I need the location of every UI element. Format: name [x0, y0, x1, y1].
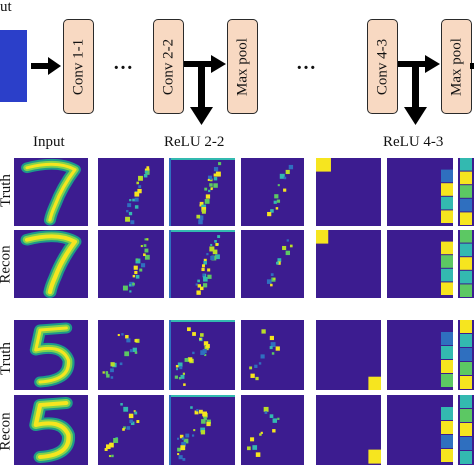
- feature-map-cell: [98, 230, 164, 298]
- ellipsis-2: …: [296, 52, 318, 74]
- feature-map-cell: [458, 158, 474, 226]
- row-label-truth-1: Truth: [0, 174, 14, 207]
- feature-map-cell: [316, 320, 381, 390]
- conv-1-1-block: Conv 1-1: [63, 19, 94, 114]
- tap-arrow-icon: [398, 55, 440, 125]
- conv-1-1-label: Conv 1-1: [70, 38, 86, 95]
- ellipsis-1: …: [113, 52, 135, 74]
- feature-map-cell: [169, 395, 235, 465]
- feature-map-cell: [387, 320, 453, 390]
- row-label-recon-1: Recon: [0, 245, 14, 284]
- feature-map-cell: [458, 395, 474, 465]
- feature-map-cell: [241, 320, 304, 390]
- feature-map-cell: [316, 230, 381, 298]
- conv-4-3-label: Conv 4-3: [374, 38, 390, 95]
- max-pool-1-label: Max pool: [234, 37, 250, 96]
- max-pool-2-label: Max pool: [448, 37, 464, 96]
- input-digit-image: [14, 395, 88, 465]
- feature-map-cell: [458, 230, 474, 298]
- input-digit-image: [14, 158, 88, 226]
- input-digit-image: [14, 320, 88, 390]
- feature-map-cell: [241, 395, 304, 465]
- feature-map-cell: [98, 320, 164, 390]
- conv-2-2-label: Conv 2-2: [160, 38, 176, 95]
- feature-map-cell: [241, 230, 304, 298]
- feature-map-cell: [98, 395, 164, 465]
- feature-map-cell: [316, 395, 381, 465]
- input-digit-image: [14, 230, 88, 298]
- feature-map-cell: [169, 230, 235, 298]
- feature-map-cell: [169, 320, 235, 390]
- column-header-relu-2-2: ReLU 2-2: [164, 134, 225, 150]
- column-header-input: Input: [33, 134, 65, 150]
- tap-arrow-icon: [184, 55, 226, 125]
- feature-map-cell: [458, 320, 474, 390]
- max-pool-2-block: Max pool: [441, 19, 472, 114]
- feature-map-cell: [387, 395, 453, 465]
- column-header-relu-4-3: ReLU 4-3: [383, 134, 444, 150]
- feature-map-cell: [316, 158, 381, 226]
- row-label-truth-2: Truth: [0, 342, 14, 375]
- input-label-partial: ut: [0, 0, 12, 15]
- arrow-right-icon: [31, 57, 61, 75]
- feature-map-cell: [169, 158, 235, 226]
- max-pool-1-block: Max pool: [227, 19, 258, 114]
- feature-map-cell: [98, 158, 164, 226]
- input-image-thumbnail: [0, 30, 27, 102]
- arrow-right-icon: [470, 63, 474, 69]
- conv-4-3-block: Conv 4-3: [367, 19, 398, 114]
- feature-map-cell: [241, 158, 304, 226]
- feature-map-cell: [387, 158, 453, 226]
- feature-map-cell: [387, 230, 453, 298]
- row-label-recon-2: Recon: [0, 412, 14, 451]
- conv-2-2-block: Conv 2-2: [153, 19, 184, 114]
- architecture-diagram: ut Conv 1-1 … Conv 2-2 Max pool … Conv 4…: [0, 0, 474, 130]
